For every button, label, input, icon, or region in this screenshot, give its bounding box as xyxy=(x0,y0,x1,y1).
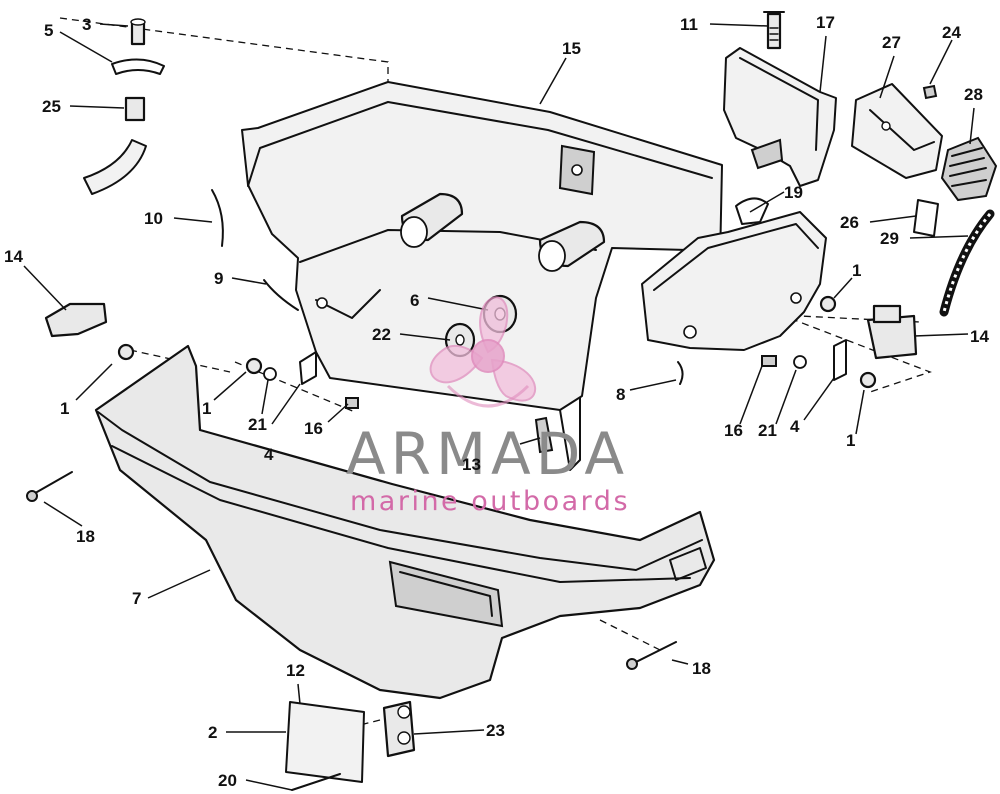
callout-29: 29 xyxy=(880,229,899,248)
callout-26: 26 xyxy=(840,213,859,232)
callout-17: 17 xyxy=(816,13,835,32)
callout-1-right-bottom: 1 xyxy=(846,431,855,450)
part-lower-bracket xyxy=(641,197,827,351)
part-upper-cowl xyxy=(241,81,723,471)
small-hardware xyxy=(26,18,938,791)
callout-1-right-top: 1 xyxy=(852,261,861,280)
part-lower-cowl xyxy=(94,344,716,700)
callout-21-left: 21 xyxy=(248,415,267,434)
callout-11: 11 xyxy=(680,15,698,34)
callout-19: 19 xyxy=(784,183,803,202)
callout-1-left: 1 xyxy=(60,399,69,418)
watermark-tagline: marine outboards xyxy=(350,486,630,517)
callout-14-left: 14 xyxy=(4,247,23,266)
watermark-brand: ARMADA xyxy=(346,420,629,488)
callout-leaders xyxy=(23,23,975,791)
callout-2: 2 xyxy=(208,723,217,742)
callout-22: 22 xyxy=(372,325,391,344)
callout-4-left: 4 xyxy=(264,445,274,464)
callout-1-mid: 1 xyxy=(202,399,211,418)
callout-5: 5 xyxy=(44,21,53,40)
callout-15: 15 xyxy=(562,39,581,58)
callout-18-right: 18 xyxy=(692,659,711,678)
callout-27: 27 xyxy=(882,33,901,52)
callout-10: 10 xyxy=(144,209,163,228)
callout-28: 28 xyxy=(964,85,983,104)
watermark: ARMADA marine outboards xyxy=(346,296,630,517)
callout-21-right: 21 xyxy=(758,421,777,440)
callout-13: 13 xyxy=(462,455,481,474)
callout-3: 3 xyxy=(82,15,91,34)
callout-23: 23 xyxy=(486,721,505,740)
callout-16-left: 16 xyxy=(304,419,323,438)
callout-25: 25 xyxy=(42,97,61,116)
callout-6: 6 xyxy=(410,291,419,310)
part-boot xyxy=(940,136,998,202)
propeller-logo-icon xyxy=(429,296,537,408)
part-gasket xyxy=(913,199,939,237)
callout-4-right: 4 xyxy=(790,417,800,436)
callout-8: 8 xyxy=(616,385,625,404)
part-air-duct xyxy=(851,83,943,179)
callout-7: 7 xyxy=(132,589,141,608)
callout-18-left: 18 xyxy=(76,527,95,546)
callout-numbers: 3 5 25 10 9 14 1 1 21 4 16 6 22 15 11 17… xyxy=(4,13,989,790)
part-right-bracket xyxy=(723,11,837,187)
callout-14-right: 14 xyxy=(970,327,989,346)
part-hose xyxy=(939,209,995,317)
callout-20: 20 xyxy=(218,771,237,790)
callout-9: 9 xyxy=(214,269,223,288)
callout-24: 24 xyxy=(942,23,961,42)
callout-16-right: 16 xyxy=(724,421,743,440)
callout-12: 12 xyxy=(286,661,305,680)
